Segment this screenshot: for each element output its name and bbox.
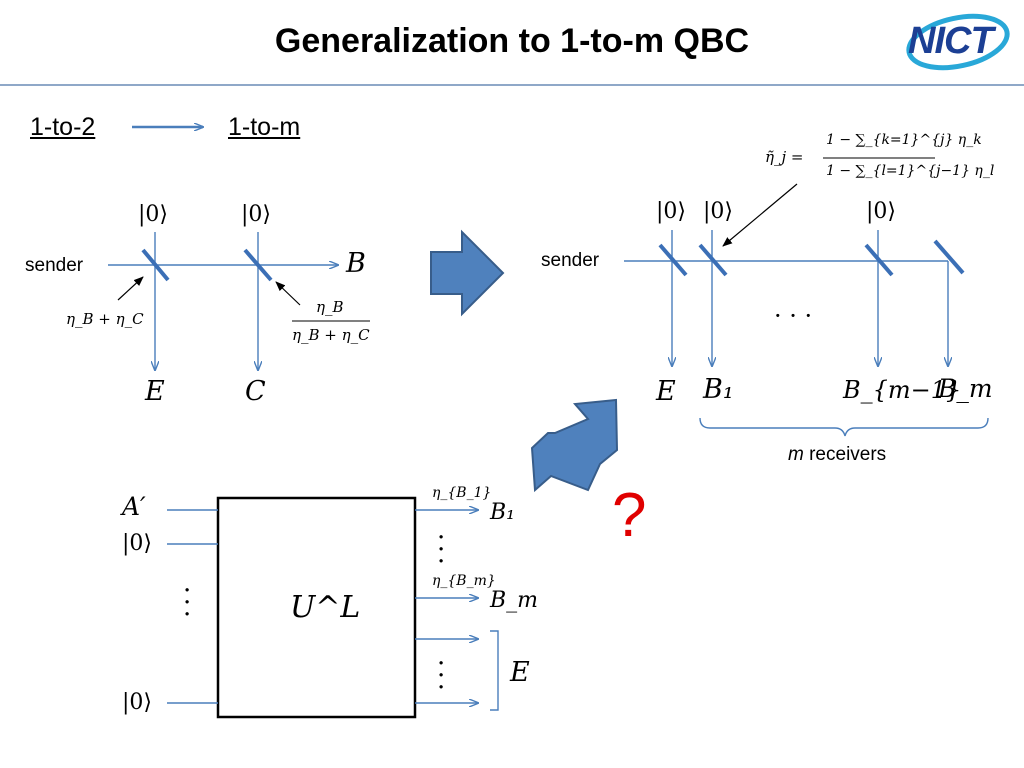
bottom-output-B1: B₁ <box>490 500 515 525</box>
big-right-arrow <box>430 229 505 317</box>
flow-to-label: 1-to-m <box>228 113 301 141</box>
equivalence-double-arrow <box>530 398 619 493</box>
formula-pointer <box>722 183 798 247</box>
eta-B1: η_{B_1} <box>432 485 492 501</box>
bottom-input-ket1: |0⟩ <box>122 531 152 556</box>
bottom-input-ket-last: |0⟩ <box>122 690 152 715</box>
left-sender-label: sender <box>25 255 84 276</box>
unitary-box <box>216 496 417 719</box>
right-output-Bm1: B_{m−1} <box>843 376 962 404</box>
beam-splitter-1 <box>141 248 170 282</box>
right-output-B1: B₁ <box>703 374 734 405</box>
right-ellipsis: · · · <box>774 302 813 330</box>
bs1-pointer <box>117 276 144 301</box>
left-output-C: C <box>245 376 266 407</box>
receivers-text: receivers <box>809 444 887 465</box>
right-ket-1: |0⟩ <box>656 199 686 224</box>
right-output-E: E <box>656 376 676 407</box>
question-mark: ? <box>612 481 647 550</box>
logo-text: NICT <box>908 20 994 62</box>
left-ket-2: |0⟩ <box>241 202 271 227</box>
bs2-transmissivity-den: η_B + η_C <box>292 326 370 344</box>
title-divider <box>0 84 1024 86</box>
right-ket-2: |0⟩ <box>703 199 733 224</box>
formula-denominator: 1 − ∑_{l=1}^{j−1} η_l <box>826 163 995 179</box>
right-sender-label: sender <box>541 250 600 271</box>
bs1-transmissivity: η_B + η_C <box>66 310 144 328</box>
left-output-E: E <box>145 376 165 407</box>
receivers-m: m <box>788 444 804 465</box>
right-output-Bm: B_m <box>938 374 993 403</box>
receivers-brace <box>699 417 989 437</box>
eta-Bm: η_{B_m} <box>432 573 496 589</box>
formula-numerator: 1 − ∑_{k=1}^{j} η_k <box>826 132 982 148</box>
left-ket-1: |0⟩ <box>138 202 168 227</box>
bs2-pointer <box>275 281 301 306</box>
bottom-input-lines <box>167 509 218 704</box>
nict-logo: NICT <box>900 6 1012 78</box>
unitary-label: U^L <box>290 590 361 625</box>
bottom-output-lines <box>415 510 478 703</box>
beam-splitter-r4 <box>933 239 965 275</box>
right-beam-lines <box>624 230 948 366</box>
receivers-label: m receivers <box>788 444 886 466</box>
output-vertical-dots-1: ··· <box>437 523 446 577</box>
flow-from-label: 1-to-2 <box>30 113 96 141</box>
beam-splitter-r1 <box>658 243 688 277</box>
bottom-input-A: A′ <box>122 492 146 521</box>
beam-splitter-2 <box>243 248 273 282</box>
environment-bracket <box>490 630 499 711</box>
beam-splitter-r3 <box>864 243 894 277</box>
left-beam-lines <box>108 232 338 370</box>
input-vertical-dots: ··· <box>183 576 192 630</box>
slide-title: Generalization to 1-to-m QBC <box>274 22 750 60</box>
bs2-transmissivity-num: η_B <box>316 298 344 316</box>
beam-splitter-r2 <box>698 243 728 277</box>
bottom-output-E: E <box>510 657 530 688</box>
output-vertical-dots-2: ··· <box>437 649 446 703</box>
logo-swoosh-icon <box>906 13 1010 71</box>
bottom-output-Bm: B_m <box>490 588 539 613</box>
left-output-B: B <box>346 248 366 279</box>
formula-lhs: η̃_j = <box>765 148 804 166</box>
right-ket-3: |0⟩ <box>866 199 896 224</box>
